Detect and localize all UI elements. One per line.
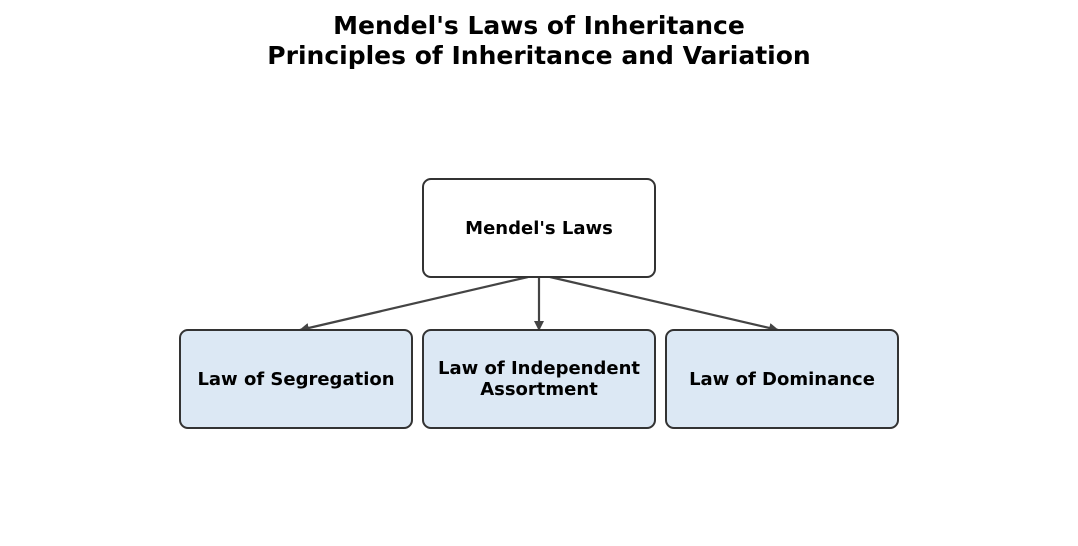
- diagram-title: Mendel's Laws of Inheritance: [333, 11, 745, 40]
- node-law-of-dominance: Law of Dominance: [665, 329, 899, 429]
- edge-to-law-of-dominance: [549, 275, 779, 333]
- node-mendels-laws: Mendel's Laws: [422, 178, 656, 278]
- diagram-subtitle: Principles of Inheritance and Variation: [267, 41, 811, 70]
- node-law-of-segregation: Law of Segregation: [179, 329, 413, 429]
- node-label: Mendel's Laws: [465, 217, 613, 239]
- node-label: Law of Dominance: [689, 368, 875, 390]
- node-label: Law of Segregation: [197, 368, 395, 390]
- edge-to-law-of-segregation: [299, 275, 529, 333]
